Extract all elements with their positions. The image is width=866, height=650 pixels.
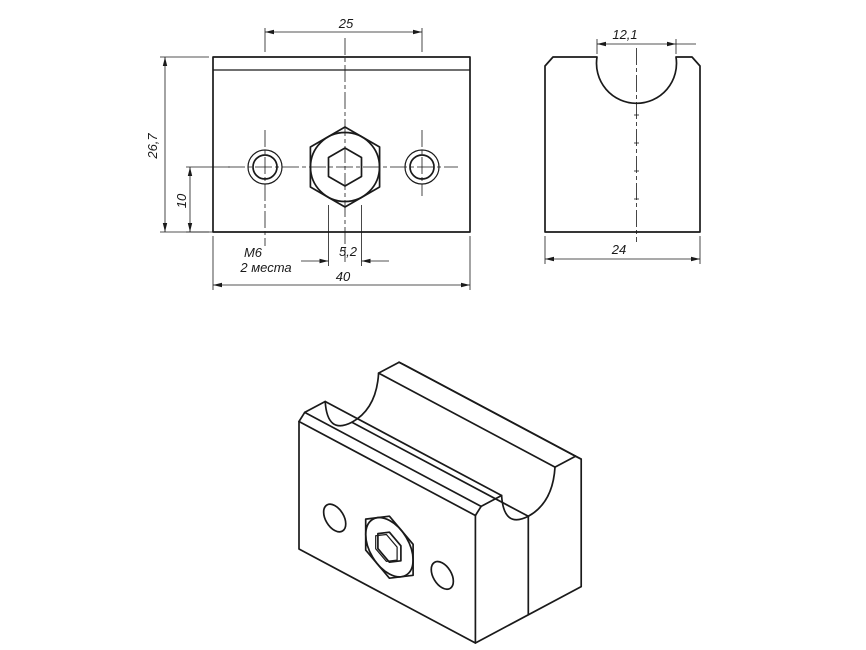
dim-hex-socket-label: 5,2 — [339, 244, 358, 259]
dim121-arrow-left — [597, 41, 606, 47]
front-view: 25 26,7 10 M6 2 места 5,2 — [145, 16, 471, 290]
dim-total-height-label: 26,7 — [145, 133, 160, 160]
left-hole-thread-circle — [247, 149, 283, 185]
iso-left-hole — [322, 503, 347, 533]
dim-groove-width-label: 12,1 — [612, 27, 637, 42]
right-hole-thread-circle — [404, 149, 440, 185]
dim10-arrow-top — [187, 167, 193, 176]
thread-note-label: 2 места — [239, 260, 291, 275]
iso-chamfer-edge — [303, 411, 482, 508]
side-body-outline — [544, 56, 701, 233]
dim121-arrow-right — [667, 41, 676, 47]
hex-socket-outline — [327, 147, 363, 187]
isometric-view — [298, 361, 583, 644]
dim25-arrow-right — [413, 29, 422, 35]
dim25-arrow-left — [265, 29, 274, 35]
dim52-arrow-right — [361, 258, 371, 264]
dim-hole-offset-label: 10 — [174, 193, 189, 208]
iso-end-groove-arc-front — [500, 494, 530, 521]
iso-groove-valley-line — [351, 421, 530, 518]
right-hole-circle — [409, 154, 435, 180]
iso-front-top-edge — [298, 420, 477, 517]
iso-end-groove-arc-back — [527, 466, 556, 518]
left-hole-circle — [252, 154, 278, 180]
iso-back-chamfer-edge — [398, 361, 577, 458]
dim10-arrow-bottom — [187, 223, 193, 232]
dim267-arrow-bottom — [162, 223, 168, 232]
iso-right-hole — [430, 560, 455, 591]
iso-end-chamfer-front — [474, 505, 482, 517]
iso-hex-socket-depth — [375, 533, 398, 563]
iso-hex-nut-outline — [364, 515, 414, 580]
dim-total-width-label: 40 — [336, 269, 351, 284]
dim40-arrow-right — [461, 282, 470, 288]
dim24-arrow-left — [545, 256, 554, 262]
iso-end-top-flat-front — [480, 494, 503, 508]
iso-groove-back-lip — [377, 372, 556, 468]
dim267-arrow-top — [162, 57, 168, 66]
iso-groove-front-lip — [324, 400, 503, 497]
thread-callout-label: M6 — [244, 245, 263, 260]
iso-hex-nut-circle — [364, 516, 414, 578]
iso-silhouette — [298, 361, 583, 644]
dim-depth-label: 24 — [611, 242, 626, 257]
dim-hole-spacing-label: 25 — [338, 16, 354, 31]
hex-nut-circle — [309, 131, 381, 203]
hex-nut-outline — [309, 126, 381, 208]
iso-end-top-flat-back — [554, 455, 577, 468]
iso-end-chamfer-back — [574, 455, 583, 460]
front-body-outline — [212, 56, 471, 233]
dim52-arrow-left — [319, 258, 329, 264]
dim40-arrow-left — [213, 282, 222, 288]
dim24-arrow-right — [691, 256, 700, 262]
side-view: 12,1 24 — [544, 27, 701, 264]
iso-hex-socket — [377, 531, 402, 564]
